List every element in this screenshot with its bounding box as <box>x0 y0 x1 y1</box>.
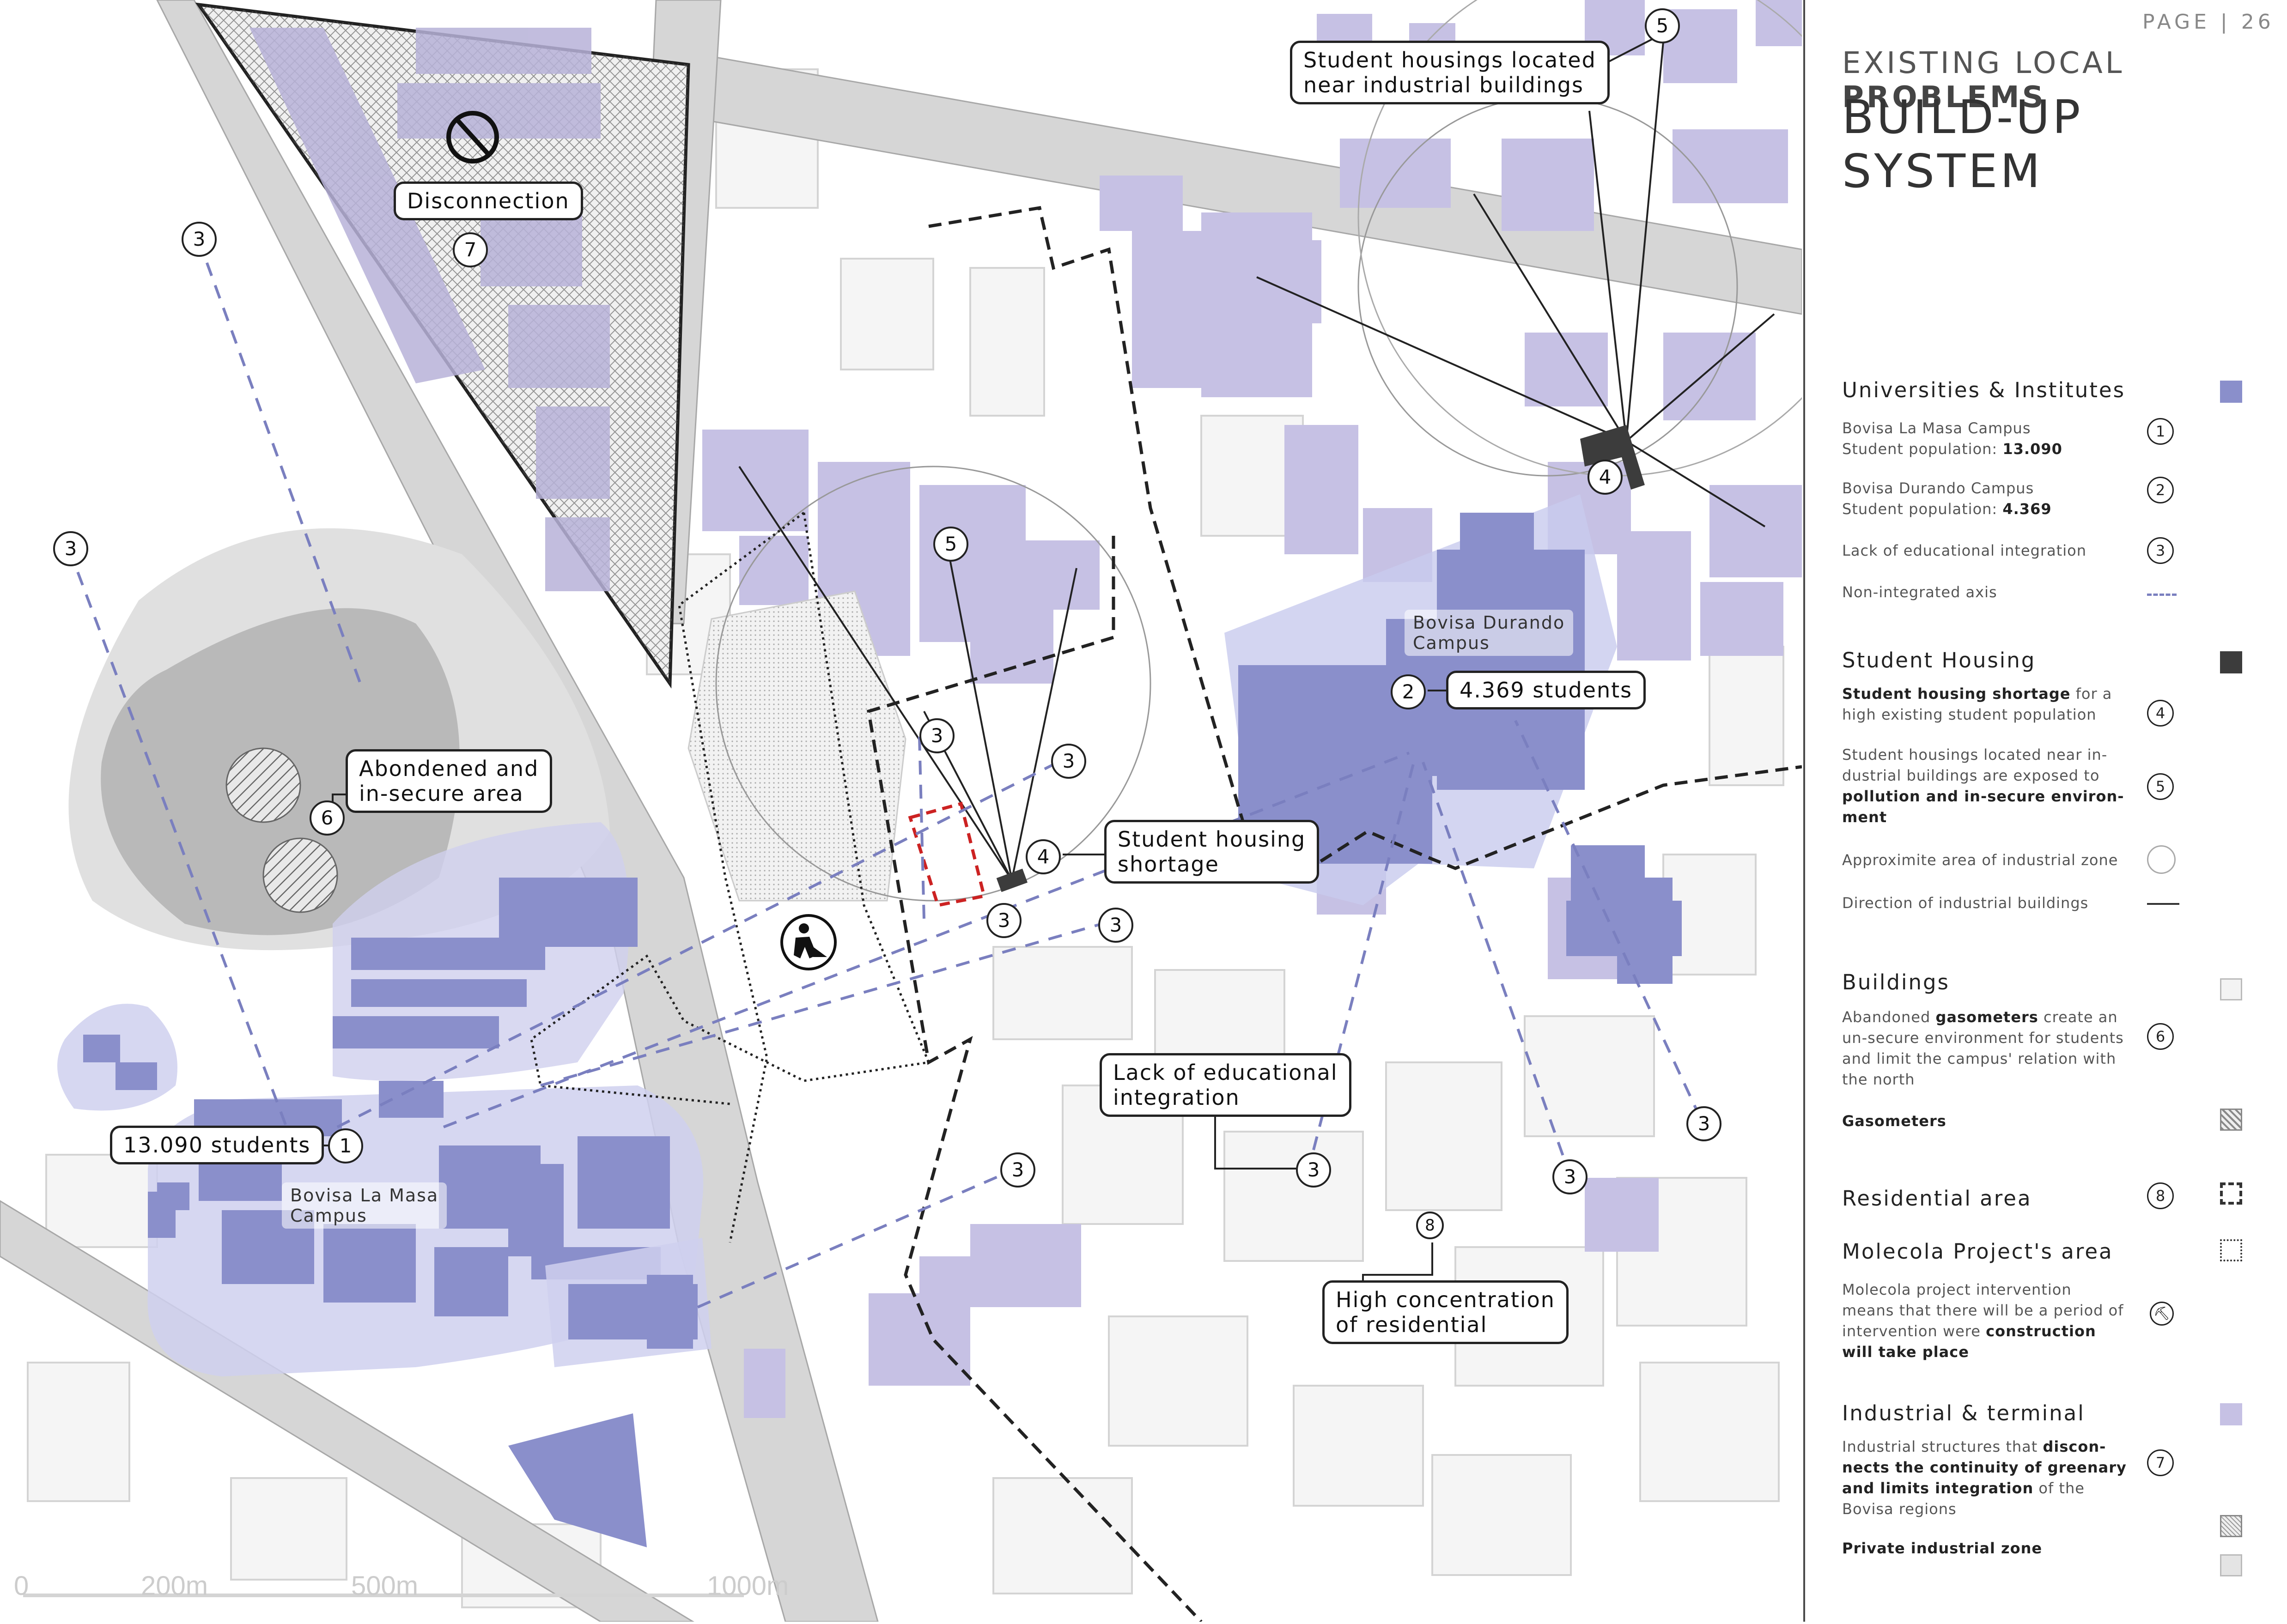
scale-label-200m: 200m <box>141 1571 208 1601</box>
legend-molecola-title: Molecola Project's area <box>1842 1239 2113 1264</box>
legend-residential-title: Residential area <box>1842 1186 2032 1211</box>
marker-4-ne: 4 <box>1588 460 1623 495</box>
callout-durando-students: 4.369 students <box>1446 671 1646 709</box>
callout-housings-near: Student housings located near industrial… <box>1290 41 1610 104</box>
gasometer-1 <box>225 747 301 823</box>
marker-3-g: 3 <box>1296 1152 1331 1188</box>
legend-marker-2: 2 <box>2147 477 2174 503</box>
marker-6: 6 <box>310 800 345 836</box>
marker-3-h: 3 <box>1000 1152 1035 1188</box>
marker-3-a: 3 <box>182 222 217 257</box>
legend-marker-4: 4 <box>2147 700 2174 727</box>
callout-residential-concentration: High concentration of residential <box>1322 1280 1569 1344</box>
marker-2: 2 <box>1391 674 1426 709</box>
legend-universities-title: Universities & Institutes <box>1842 378 2126 402</box>
legend-buildings-title: Buildings <box>1842 970 1950 994</box>
legend-industrial-swatch <box>2220 1403 2242 1425</box>
legend-marker-8: 8 <box>2147 1182 2174 1209</box>
molecola-area-boundary <box>678 511 805 1243</box>
label-lamasa-campus: Bovisa La Masa Campus <box>282 1182 447 1229</box>
legend-housing-swatch <box>2220 651 2242 673</box>
marker-3-c: 3 <box>919 718 955 753</box>
callout-lamasa-students: 13.090 students <box>110 1126 324 1164</box>
legend-marker-3: 3 <box>2147 537 2174 564</box>
legend-construction-worker-icon: ⛏ <box>2150 1302 2174 1326</box>
marker-5-central: 5 <box>933 527 968 562</box>
legend-housing-near-industrial: Student housings located near in-dustria… <box>1842 746 2124 826</box>
legend-marker-7: 7 <box>2147 1449 2174 1476</box>
scale-label-0: 0 <box>14 1571 29 1601</box>
page-number: PAGE | 26 <box>2142 10 2275 34</box>
legend-direction-line <box>2147 903 2179 905</box>
legend-panel: PAGE | 26 EXISTING LOCAL PROBLEMS BUILD-… <box>1803 0 2287 1622</box>
legend-private-industrial-label: Private industrial zone <box>1842 1539 2043 1557</box>
callout-disconnection: Disconnection <box>394 182 583 220</box>
legend-universities-swatch <box>2220 381 2242 403</box>
marker-8: 8 <box>1416 1212 1444 1239</box>
legend-gasometers-label: Gasometers <box>1842 1112 1946 1130</box>
industrial-direction-lines <box>738 41 1775 881</box>
legend-private-industrial-swatch <box>2220 1554 2242 1576</box>
marker-3-i: 3 <box>1552 1159 1588 1194</box>
callout-lack-integration: Lack of educational integration <box>1100 1053 1351 1117</box>
legend-lack-integration: Lack of educational integration <box>1842 542 2086 559</box>
legend-gasometers-desc: Abandoned gasometers create an un-secure… <box>1842 1008 2124 1088</box>
construction-worker-icon <box>780 914 837 970</box>
callout-abandoned: Abondened and in-secure area <box>346 749 553 813</box>
red-dashed-area <box>908 801 986 908</box>
private-industrial-buildings <box>249 28 610 591</box>
scale-label-500m: 500m <box>351 1571 419 1601</box>
legend-marker-5: 5 <box>2147 773 2174 800</box>
marker-3-e: 3 <box>986 903 1022 938</box>
legend-non-integrated-axis: Non-integrated axis <box>1842 583 1997 601</box>
legend-marker-6: 6 <box>2147 1023 2174 1050</box>
student-housing-central <box>996 868 1028 892</box>
legend-crosshatch-swatch <box>2220 1515 2242 1537</box>
marker-3-d: 3 <box>1051 744 1086 779</box>
no-entry-icon <box>446 111 499 164</box>
gasometer-2 <box>262 837 338 913</box>
callout-shortage: Student housing shortage <box>1104 820 1320 884</box>
legend-gasometers-swatch <box>2220 1109 2242 1131</box>
marker-3-j: 3 <box>1686 1106 1721 1141</box>
legend-marker-1: 1 <box>2147 418 2174 445</box>
legend-direction: Direction of industrial buildings <box>1842 894 2089 912</box>
marker-3-b: 3 <box>53 531 88 566</box>
legend-industrial-desc: Industrial structures that discon-nects … <box>1842 1438 2127 1518</box>
student-housing-ne <box>1580 425 1645 490</box>
legend-housing-title: Student Housing <box>1842 648 2036 673</box>
map-canvas[interactable]: Disconnection 7 3 3 Student housings loc… <box>0 0 1877 1623</box>
legend-industrial-title: Industrial & terminal <box>1842 1401 2085 1425</box>
marker-4-central: 4 <box>1026 839 1061 874</box>
marker-1: 1 <box>328 1128 363 1163</box>
legend-buildings-swatch <box>2220 978 2242 1000</box>
marker-7: 7 <box>453 232 488 267</box>
durando-campus-buildings <box>1238 513 1682 984</box>
legend-residential-swatch <box>2220 1182 2242 1205</box>
scale-bar <box>23 1594 744 1597</box>
legend-approx-circle-icon <box>2147 845 2176 874</box>
legend-housing-shortage: Student housing shortage for a high exis… <box>1842 685 2112 723</box>
map-svg <box>0 0 1877 1623</box>
legend-molecola-swatch <box>2220 1239 2242 1261</box>
marker-5-ne: 5 <box>1645 8 1680 43</box>
legend-approx-area: Approximite area of industrial zone <box>1842 851 2118 869</box>
label-durando-campus: Bovisa Durando Campus <box>1405 610 1574 656</box>
scale-label-1000m: 1000m <box>707 1571 789 1601</box>
legend-axis-line <box>2147 594 2177 596</box>
industrial-zone-circle-central <box>715 466 1151 902</box>
legend-molecola-desc: Molecola project intervention means that… <box>1842 1281 2124 1361</box>
page-subtitle: EXISTING LOCAL PROBLEMS <box>1842 46 2125 115</box>
page-title: BUILD-UP SYSTEM <box>1842 90 2083 198</box>
non-integrated-axes <box>68 239 1702 1309</box>
marker-3-f: 3 <box>1098 908 1133 943</box>
